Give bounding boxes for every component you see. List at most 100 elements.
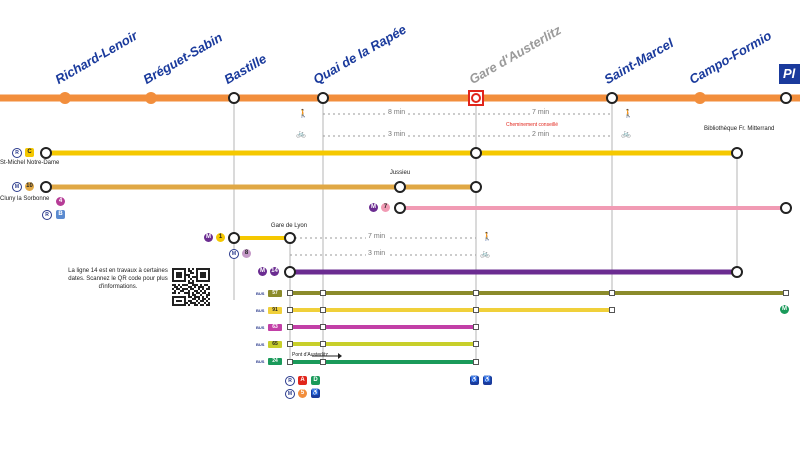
accessible-icon-bottom: ♿	[311, 389, 320, 398]
qr-module	[178, 280, 180, 282]
qr-module	[178, 296, 180, 298]
qr-module	[196, 296, 198, 298]
qr-module	[178, 300, 180, 302]
qr-module	[198, 286, 200, 288]
qr-module	[196, 304, 198, 306]
bus-icon-57: BUS	[256, 291, 265, 296]
qr-module	[184, 272, 186, 274]
qr-module	[194, 286, 196, 288]
qr-module	[172, 300, 174, 302]
qr-module	[206, 268, 208, 270]
qr-module	[184, 296, 186, 298]
qr-module	[190, 286, 192, 288]
qr-module	[202, 292, 204, 294]
qr-module	[190, 300, 192, 302]
metro-icon-8: M	[229, 249, 239, 259]
qr-module	[208, 278, 210, 280]
qr-module	[190, 270, 192, 272]
bus-stop-1	[320, 290, 326, 296]
station-node-2	[606, 92, 618, 104]
label-jussieu: Jussieu	[389, 170, 411, 176]
station-node-0	[228, 92, 240, 104]
qr-module	[204, 280, 206, 282]
closed-station-austerlitz-dot	[471, 93, 481, 103]
line1-prefix-icon: M	[204, 233, 213, 242]
qr-module	[172, 270, 174, 272]
bus-57-tag: 57	[268, 290, 282, 297]
qr-module	[174, 304, 176, 306]
qr-module	[194, 294, 196, 296]
qr-module	[198, 302, 200, 304]
qr-module	[206, 304, 208, 306]
qr-module	[202, 296, 204, 298]
qr-module	[178, 268, 180, 270]
line5-minor-stop-1	[145, 92, 157, 104]
qr-module	[172, 268, 174, 270]
bus-stop-0	[287, 290, 293, 296]
qr-module	[196, 268, 198, 270]
qr-module	[192, 268, 194, 270]
qr-module	[182, 304, 184, 306]
qr-module	[176, 268, 178, 270]
qr-module	[198, 280, 200, 282]
qr-module	[184, 292, 186, 294]
qr-module	[204, 302, 206, 304]
bus-stop-17	[473, 359, 479, 365]
qr-module	[202, 286, 204, 288]
qr-module	[186, 284, 188, 286]
station-node-13	[284, 232, 296, 244]
qr-module	[202, 288, 204, 290]
qr-module	[184, 298, 186, 300]
bus-stop-8	[609, 307, 615, 313]
qr-module	[204, 298, 206, 300]
qr-module	[190, 282, 192, 284]
qr-module	[178, 272, 180, 274]
qr-module	[196, 292, 198, 294]
station-node-3	[780, 92, 792, 104]
qr-module	[174, 292, 176, 294]
qr-module	[206, 284, 208, 286]
line1-badge: 1	[216, 233, 225, 242]
qr-module	[182, 284, 184, 286]
qr-module	[176, 304, 178, 306]
label-bibliotheque: Bibliothèque Fr. Mitterrand	[704, 126, 775, 132]
qr-module	[208, 280, 210, 282]
bus-stop-9	[287, 324, 293, 330]
qr-module	[188, 282, 190, 284]
qr-module	[192, 280, 194, 282]
qr-code[interactable]	[172, 268, 210, 306]
label-cluny: Cluny la Sorbonne	[0, 196, 50, 202]
line14-works-notice: La ligne 14 est en travaux à certaines d…	[68, 268, 168, 290]
bus-stop-5	[287, 307, 293, 313]
qr-module	[206, 300, 208, 302]
qr-module	[184, 300, 186, 302]
bus-stop-16	[320, 359, 326, 365]
qr-module	[172, 278, 174, 280]
qr-module	[204, 274, 206, 276]
qr-module	[188, 280, 190, 282]
bike-icon-right: 🚲	[621, 129, 631, 138]
qr-module	[204, 272, 206, 274]
qr-module	[172, 276, 174, 278]
qr-module	[176, 276, 178, 278]
station-node-10	[394, 202, 406, 214]
qr-module	[188, 276, 190, 278]
qr-module	[188, 286, 190, 288]
qr-module	[188, 274, 190, 276]
qr-module	[204, 290, 206, 292]
qr-module	[176, 288, 178, 290]
qr-module	[194, 298, 196, 300]
qr-module	[172, 302, 174, 304]
qr-module	[184, 280, 186, 282]
qr-module	[192, 284, 194, 286]
qr-module	[208, 298, 210, 300]
bike-time-austerlitz-st-marcel: 2 min	[530, 131, 552, 138]
bus-stop-4	[783, 290, 789, 296]
qr-module	[208, 270, 210, 272]
qr-module	[188, 268, 190, 270]
label-st-michel: St-Michel Notre-Dame	[0, 160, 60, 166]
qr-module	[202, 268, 204, 270]
qr-module	[182, 268, 184, 270]
qr-module	[184, 284, 186, 286]
line14-badge: 14	[270, 267, 279, 276]
